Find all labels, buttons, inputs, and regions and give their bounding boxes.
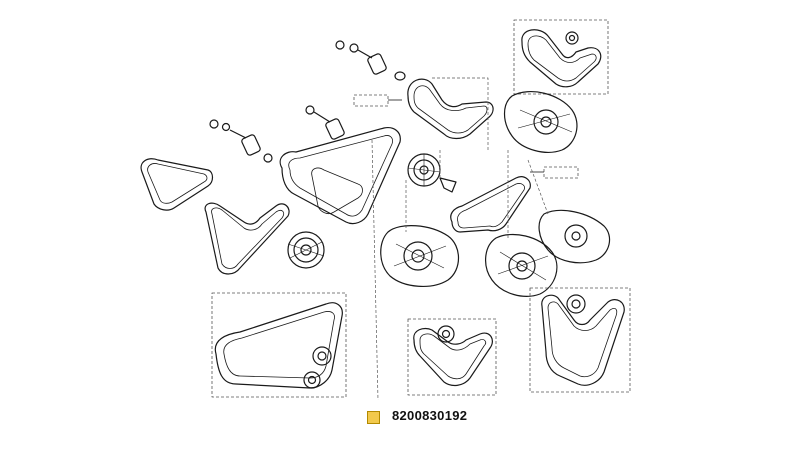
belt-kit-frame-top-right (513, 19, 609, 95)
part-number-label: 8200830192 (392, 408, 468, 423)
alternator-top-right (503, 91, 578, 153)
crank-pulley-left (287, 231, 325, 269)
label-box-2 (543, 166, 579, 179)
idler-pulley-top-right (565, 31, 579, 45)
tensioner-pulley-center (407, 153, 457, 193)
label-box-1 (353, 94, 389, 107)
callout-marker (367, 411, 380, 424)
belt-right-long (450, 176, 531, 233)
belt-kit-frame-bottom-center (407, 318, 497, 396)
compressor-center (380, 225, 460, 287)
connection-lines (371, 139, 549, 401)
compressor-right (485, 233, 558, 297)
idler-pulley-bottom-left-2 (303, 371, 321, 389)
belt-left-v (204, 202, 290, 275)
bolt-set-upper (335, 40, 406, 81)
belt-kit-frame-bottom-left (211, 292, 347, 398)
idler-pulley-bottom-center (437, 325, 455, 343)
belt-top-right (521, 29, 602, 88)
belt-upper-middle (407, 77, 494, 150)
idler-pulley-bottom-right (566, 294, 586, 314)
bolt-set-middle (209, 119, 273, 163)
alternator-far-right (538, 209, 611, 264)
bolt-set-center (305, 105, 345, 140)
belt-kit-frame-bottom-right (529, 287, 631, 393)
idler-pulley-bottom-left-1 (312, 346, 332, 366)
belt-center-long (279, 127, 401, 225)
belt-left-long (140, 158, 214, 211)
